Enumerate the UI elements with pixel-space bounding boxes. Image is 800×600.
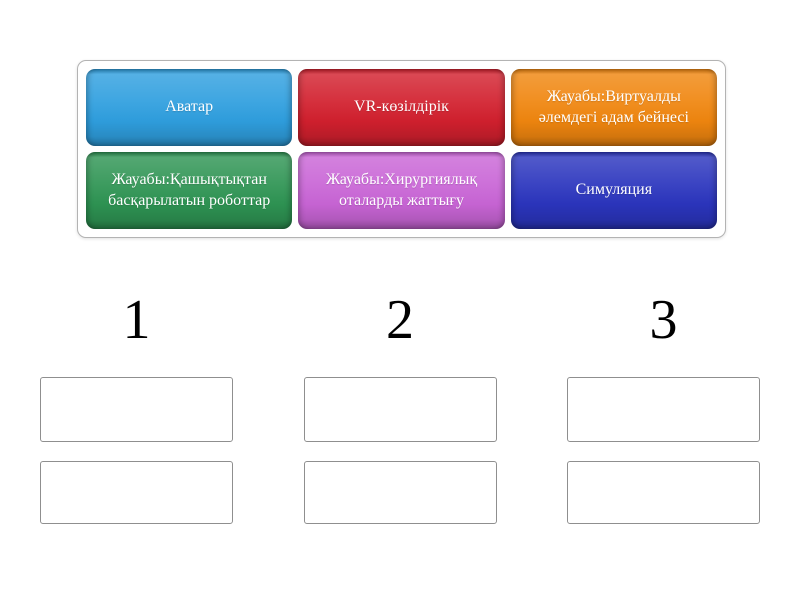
answer-tile[interactable]: Жауабы:Хирургиялық оталарды жаттығу xyxy=(298,152,505,229)
group-column-2: 2 xyxy=(303,289,497,524)
drop-slot[interactable] xyxy=(567,377,760,442)
drop-slot[interactable] xyxy=(567,461,760,524)
answer-tile-label: Аватар xyxy=(165,98,214,116)
drop-slot[interactable] xyxy=(303,377,497,442)
drop-slot[interactable] xyxy=(40,377,233,442)
group-number: 3 xyxy=(649,289,678,351)
answer-tile[interactable]: Аватар xyxy=(86,69,293,146)
answer-tile-label: Жауабы:Хирургиялық оталарды жаттығу xyxy=(325,171,478,209)
answer-tile[interactable]: Жауабы:Қашықтықтан басқарылатын роботтар xyxy=(86,152,293,229)
answer-tile-label: VR-көзілдірік xyxy=(354,98,449,116)
group-number: 2 xyxy=(386,289,414,351)
answer-tile-label: Жауабы:Қашықтықтан басқарылатын роботтар xyxy=(108,171,271,209)
answer-tile-label: Симуляция xyxy=(575,181,653,199)
answer-tile[interactable]: Симуляция xyxy=(510,152,717,229)
drop-slot[interactable] xyxy=(303,461,497,524)
tile-tray: Аватар VR-көзілдірік Жауабы:Виртуалды әл… xyxy=(77,60,726,238)
group-number: 1 xyxy=(122,289,151,351)
answer-tile[interactable]: VR-көзілдірік xyxy=(298,69,505,146)
answer-tile-label: Жауабы:Виртуалды әлемдегі адам бейнесі xyxy=(538,88,689,126)
group-columns: 1 2 3 xyxy=(40,291,760,524)
answer-tile[interactable]: Жауабы:Виртуалды әлемдегі адам бейнесі xyxy=(510,69,717,146)
group-column-1: 1 xyxy=(40,291,233,524)
group-column-3: 3 xyxy=(567,291,760,524)
drop-slot[interactable] xyxy=(40,461,233,524)
